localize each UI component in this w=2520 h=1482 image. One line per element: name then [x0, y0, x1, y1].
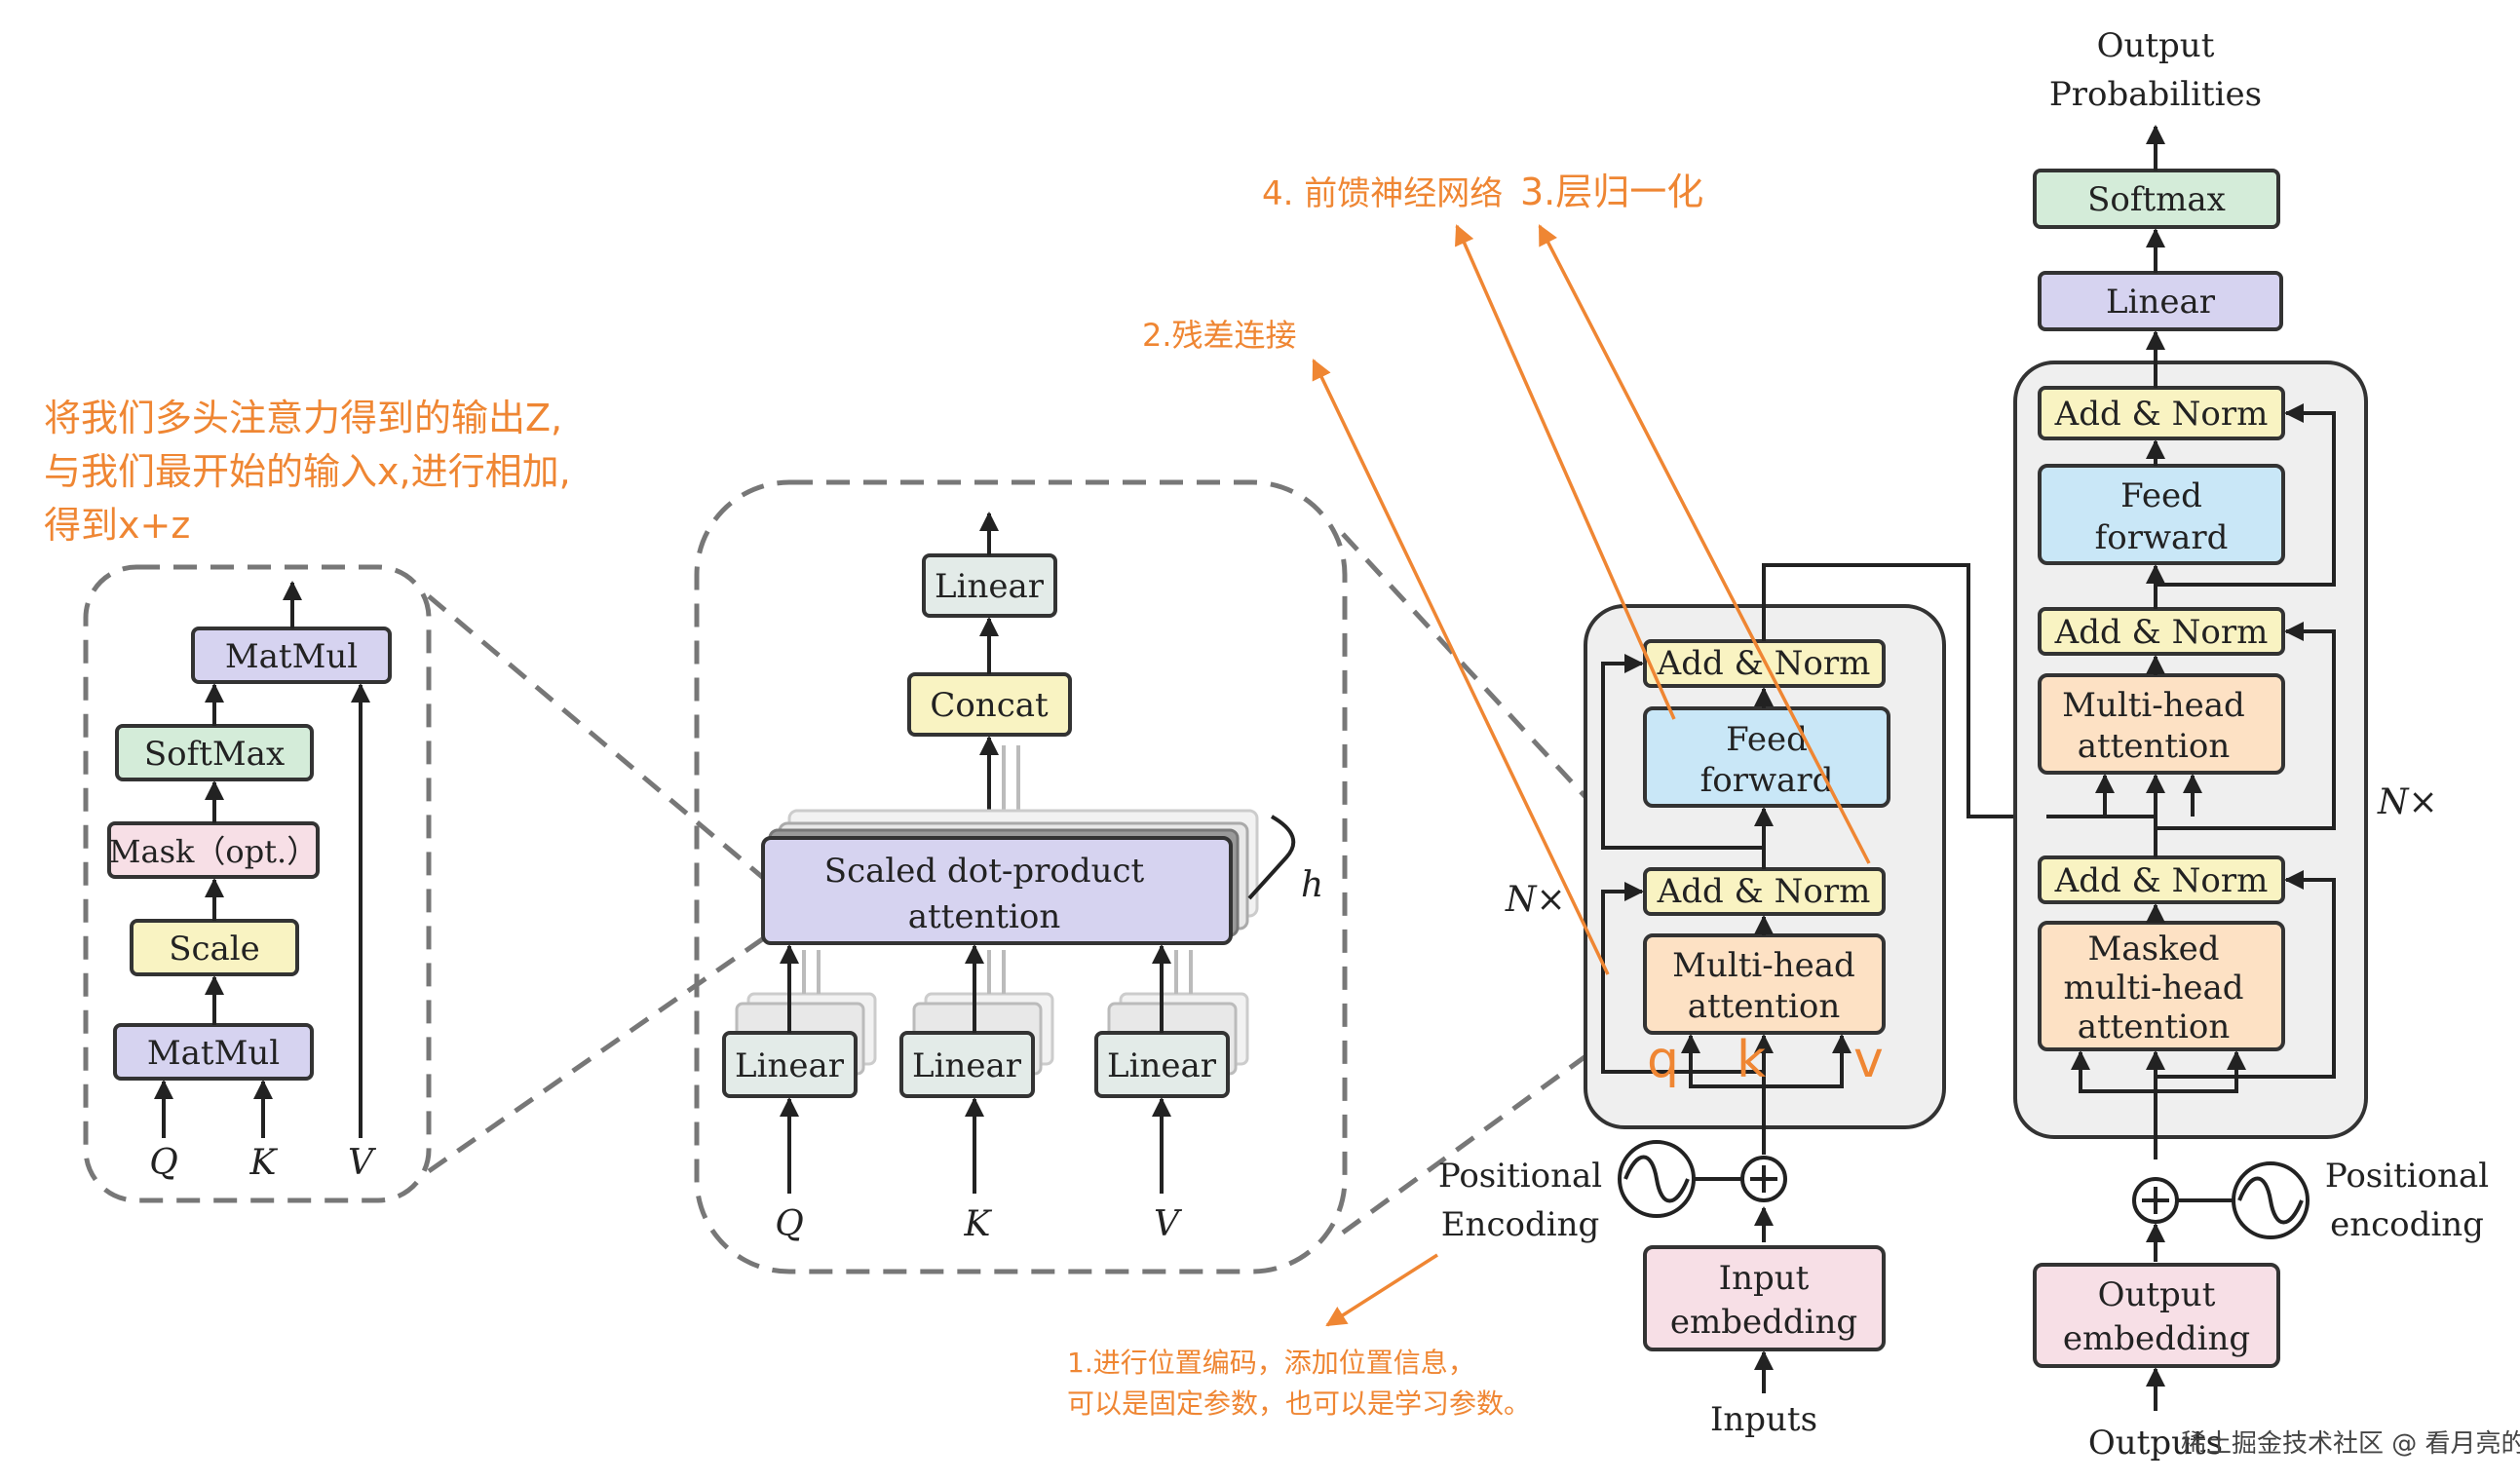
sdpa-k-label: K — [249, 1143, 279, 1183]
encoder-feed-forward-line-1: Feed — [1726, 720, 1808, 759]
softmax-label-decoder: Softmax — [2087, 180, 2226, 219]
sdpa-v-label: V — [348, 1143, 377, 1183]
inputs-label: Inputs — [1710, 1400, 1817, 1439]
v-annotation: v — [1853, 1031, 1884, 1089]
residual-annotation: 2.残差连接 — [1142, 317, 1297, 354]
encoder-add-norm-top-label: Add & Norm — [1657, 644, 1871, 683]
linear-stack-q: Linear — [722, 992, 877, 1098]
mha-v-label: V — [1154, 1204, 1183, 1244]
orange-annotations: 4. 前馈神经网络 3.层归一化 2.残差连接 1.进行位置编码，添加位置信息，… — [1067, 171, 1884, 1420]
residual-note-line-3: 得到x+z — [44, 504, 190, 547]
scale-label: Scale — [169, 930, 260, 969]
decoder-add-norm-3-box — [2038, 855, 2285, 904]
encoder: Add & Norm Feed forward Add & Norm Multi… — [1438, 563, 2048, 1439]
sdpa-box — [761, 836, 1233, 945]
output-embedding-line-2: embedding — [2063, 1319, 2250, 1358]
encoder-multi-head-line-1: Multi-head — [1672, 946, 1855, 985]
linear-q-label: Linear — [735, 1046, 845, 1085]
masked-multi-head-box — [2038, 921, 2285, 1051]
mha-linear-top-label: Linear — [935, 567, 1045, 606]
multi-head-panel: Linear Concat Scaled dot-product attenti… — [694, 479, 1348, 1274]
posenc-note-line-2: 可以是固定参数，也可以是学习参数。 — [1067, 1387, 1531, 1420]
encoder-feed-forward-line-2: forward — [1700, 761, 1834, 800]
masked-multi-head-line-1: Masked — [2087, 930, 2219, 969]
encoder-positional-line-2: Encoding — [1441, 1205, 1600, 1244]
softmax-label: SoftMax — [144, 735, 285, 774]
mha-k-label: K — [964, 1204, 993, 1244]
input-embedding-line-1: Input — [1719, 1259, 1810, 1298]
ffn-annotation: 4. 前馈神经网络 — [1262, 174, 1503, 213]
encoder-add-norm-bottom-label: Add & Norm — [1657, 872, 1871, 911]
encoder-multi-head-line-2: attention — [1688, 987, 1841, 1026]
h-label: h — [1301, 865, 1323, 905]
posenc-note-line-1: 1.进行位置编码，添加位置信息， — [1067, 1347, 1475, 1379]
decoder-add-norm-3-label: Add & Norm — [2054, 861, 2269, 900]
encoder-n-label: N× — [1505, 880, 1566, 920]
output-embedding-box — [2033, 1263, 2280, 1368]
output-probabilities-line-2: Probabilities — [2049, 75, 2262, 114]
outputs-label: Outputs — [2088, 1424, 2223, 1463]
residual-note-line-2: 与我们最开始的输入x,进行相加, — [44, 450, 571, 493]
input-embedding-box — [1643, 1245, 1886, 1351]
masked-multi-head-line-2: multi-head — [2063, 969, 2243, 1007]
zoom-connectors — [427, 532, 1647, 1235]
linear-k-box — [899, 1031, 1035, 1098]
sdpa-label-line-2: attention — [908, 897, 1061, 936]
decoder-add-norm-1-label: Add & Norm — [2054, 395, 2269, 434]
linear-v-label: Linear — [1107, 1046, 1217, 1085]
decoder-feed-forward-box — [2038, 464, 2285, 565]
decoder-feed-forward-line-2: forward — [2095, 518, 2229, 557]
decoder-n-label: N× — [2377, 782, 2438, 822]
watermark: 稀土掘金技术社区 @ 看月亮的方源 — [2181, 1429, 2520, 1459]
residual-note-line-1: 将我们多头注意力得到的输出Z, — [44, 397, 562, 439]
decoder-positional-line-2: encoding — [2330, 1205, 2484, 1244]
sdpa-q-label: Q — [149, 1143, 178, 1183]
q-annotation: q — [1647, 1031, 1679, 1089]
decoder: Output Probabilities Softmax Linear Add … — [2013, 26, 2489, 1463]
scaled-dot-product-panel: MatMul SoftMax Mask（opt.） Scale MatMul Q… — [83, 564, 432, 1203]
mha-q-label: Q — [775, 1204, 804, 1244]
k-annotation: k — [1737, 1031, 1766, 1089]
decoder-multi-head-line-2: attention — [2078, 727, 2231, 766]
output-probabilities-line-1: Output — [2097, 26, 2215, 65]
sdpa-label-line-1: Scaled dot-product — [824, 852, 1145, 891]
matmul-bottom-label: MatMul — [147, 1034, 280, 1073]
matmul-top-label: MatMul — [225, 637, 358, 676]
linear-stack-v: Linear — [1094, 992, 1249, 1098]
output-embedding-line-1: Output — [2098, 1275, 2216, 1314]
input-embedding-line-2: embedding — [1670, 1303, 1857, 1342]
mask-label: Mask（opt.） — [109, 833, 318, 870]
decoder-multi-head-box — [2038, 673, 2285, 775]
linear-label-decoder: Linear — [2106, 283, 2216, 322]
decoder-positional-line-1: Positional — [2325, 1157, 2489, 1196]
decoder-add-norm-2-box — [2038, 607, 2285, 656]
linear-stack-k: Linear — [899, 992, 1054, 1098]
masked-multi-head-line-3: attention — [2078, 1007, 2231, 1046]
encoder-positional-line-1: Positional — [1438, 1157, 1602, 1196]
decoder-multi-head-line-1: Multi-head — [2062, 686, 2245, 725]
decoder-add-norm-2-label: Add & Norm — [2054, 613, 2269, 652]
linear-k-label: Linear — [912, 1046, 1022, 1085]
linear-box-decoder — [2038, 271, 2283, 331]
layernorm-annotation: 3.层归一化 — [1520, 171, 1703, 213]
residual-note: 将我们多头注意力得到的输出Z, 与我们最开始的输入x,进行相加, 得到x+z — [44, 397, 571, 547]
decoder-add-norm-1-box — [2038, 386, 2285, 440]
concat-label: Concat — [930, 686, 1049, 725]
decoder-feed-forward-line-1: Feed — [2120, 476, 2202, 515]
